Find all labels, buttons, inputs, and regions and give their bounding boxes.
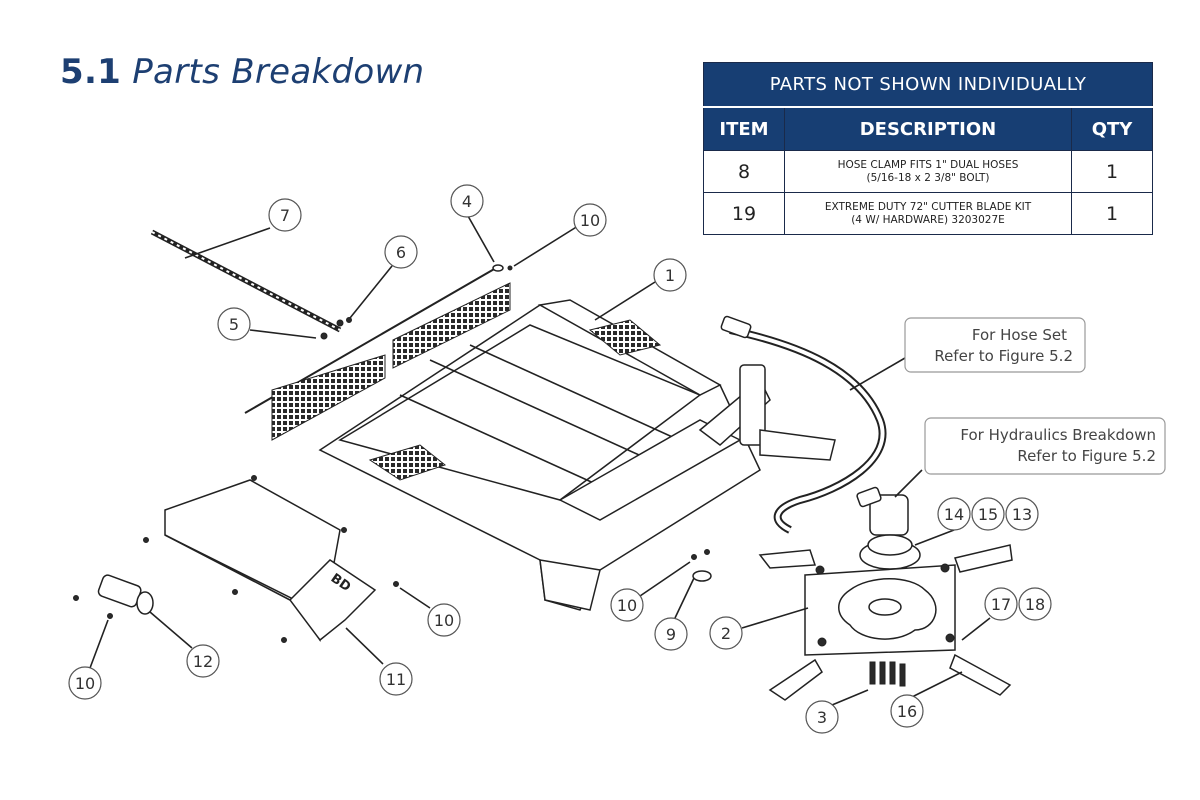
svg-text:2: 2: [721, 624, 731, 643]
header-description: DESCRIPTION: [784, 106, 1072, 151]
callout-3: 3: [805, 700, 839, 734]
part-12-cylinder: [97, 574, 154, 615]
hydraulics-reference: For Hydraulics Breakdown Refer to Figure…: [924, 417, 1166, 475]
desc-line-2: (5/16-18 x 2 3/8" BOLT): [866, 171, 990, 184]
hydraulic-motor: [856, 486, 921, 570]
part-16-blades: [758, 544, 1013, 701]
svg-text:10: 10: [75, 674, 95, 693]
callout-12: 12: [186, 644, 220, 678]
hose-ref-line2: Refer to Figure 5.2: [934, 347, 1073, 365]
svg-text:10: 10: [434, 611, 454, 630]
svg-text:17: 17: [991, 595, 1011, 614]
callout-6: 6: [384, 235, 418, 269]
part-11-cover: BD: [164, 479, 377, 643]
row-description: HOSE CLAMP FITS 1" DUAL HOSES(5/16-18 x …: [784, 150, 1072, 193]
callout-7: 7: [268, 198, 302, 232]
part-2-carrier: [804, 563, 956, 656]
row-qty: 1: [1071, 192, 1153, 235]
page-title: 5.1 Parts Breakdown: [60, 52, 424, 92]
section-number: 5.1: [60, 52, 122, 92]
svg-text:18: 18: [1025, 595, 1045, 614]
callout-14: 14: [937, 497, 971, 531]
part-6-bolt: [336, 319, 344, 327]
chain-guard: [271, 282, 511, 441]
callout-10-plate: 10: [610, 588, 644, 622]
parts-not-shown-table: PARTS NOT SHOWN INDIVIDUALLY ITEM DESCRI…: [703, 62, 1153, 235]
svg-text:1: 1: [665, 266, 675, 285]
svg-text:13: 13: [1012, 505, 1032, 524]
svg-text:11: 11: [386, 670, 406, 689]
table-row: 19 EXTREME DUTY 72" CUTTER BLADE KIT(4 W…: [703, 192, 1153, 235]
desc-line-1: EXTREME DUTY 72" CUTTER BLADE KIT: [824, 200, 1032, 213]
part-5-nut: [320, 332, 328, 340]
part-7-rod: [150, 229, 342, 333]
header-qty: QTY: [1071, 106, 1153, 151]
table-caption: PARTS NOT SHOWN INDIVIDUALLY: [703, 62, 1153, 108]
row-item: 19: [703, 192, 785, 235]
desc-line-2: (4 W/ HARDWARE) 3203027E: [851, 213, 1005, 226]
hydraulics-ref-line1: For Hydraulics Breakdown: [960, 426, 1156, 444]
callout-9: 9: [654, 617, 688, 651]
callout-16: 16: [890, 694, 924, 728]
table-row: 8 HOSE CLAMP FITS 1" DUAL HOSES(5/16-18 …: [703, 150, 1153, 193]
svg-text:9: 9: [666, 625, 676, 644]
svg-text:10: 10: [617, 596, 637, 615]
callout-18: 18: [1018, 587, 1052, 621]
svg-text:5: 5: [229, 315, 239, 334]
part-3-bolts: [869, 661, 906, 687]
leader-lines: [89, 215, 991, 706]
row-qty: 1: [1071, 150, 1153, 193]
svg-text:7: 7: [280, 206, 290, 225]
header-item: ITEM: [703, 106, 785, 151]
callout-11: 11: [379, 662, 413, 696]
callout-4: 4: [450, 184, 484, 218]
svg-text:14: 14: [944, 505, 964, 524]
callout-17: 17: [984, 587, 1018, 621]
cover-hardware: [73, 475, 399, 643]
section-title: Parts Breakdown: [132, 52, 425, 92]
hose-reference: For Hose Set Refer to Figure 5.2: [904, 317, 1086, 373]
svg-text:16: 16: [897, 702, 917, 721]
hose-ref-line1: For Hose Set: [972, 326, 1067, 344]
callout-13: 13: [1005, 497, 1039, 531]
svg-text:6: 6: [396, 243, 406, 262]
callout-10-cylinder: 10: [68, 666, 102, 700]
callout-1: 1: [653, 258, 687, 292]
desc-line-1: HOSE CLAMP FITS 1" DUAL HOSES: [837, 158, 1019, 171]
hose-set: [720, 315, 887, 534]
part-6-washer: [346, 317, 352, 323]
callout-15: 15: [971, 497, 1005, 531]
svg-text:12: 12: [193, 652, 213, 671]
svg-text:15: 15: [978, 505, 998, 524]
part-1-deck: [318, 299, 836, 611]
part-9-plate: [691, 549, 712, 582]
callout-10-top: 10: [573, 203, 607, 237]
svg-text:3: 3: [817, 708, 827, 727]
callout-5: 5: [217, 307, 251, 341]
hydraulics-ref-line2: Refer to Figure 5.2: [1017, 447, 1156, 465]
callout-2: 2: [709, 616, 743, 650]
svg-text:10: 10: [580, 211, 600, 230]
row-item: 8: [703, 150, 785, 193]
callout-10-cover: 10: [427, 603, 461, 637]
svg-text:4: 4: [462, 192, 472, 211]
row-description: EXTREME DUTY 72" CUTTER BLADE KIT(4 W/ H…: [784, 192, 1072, 235]
